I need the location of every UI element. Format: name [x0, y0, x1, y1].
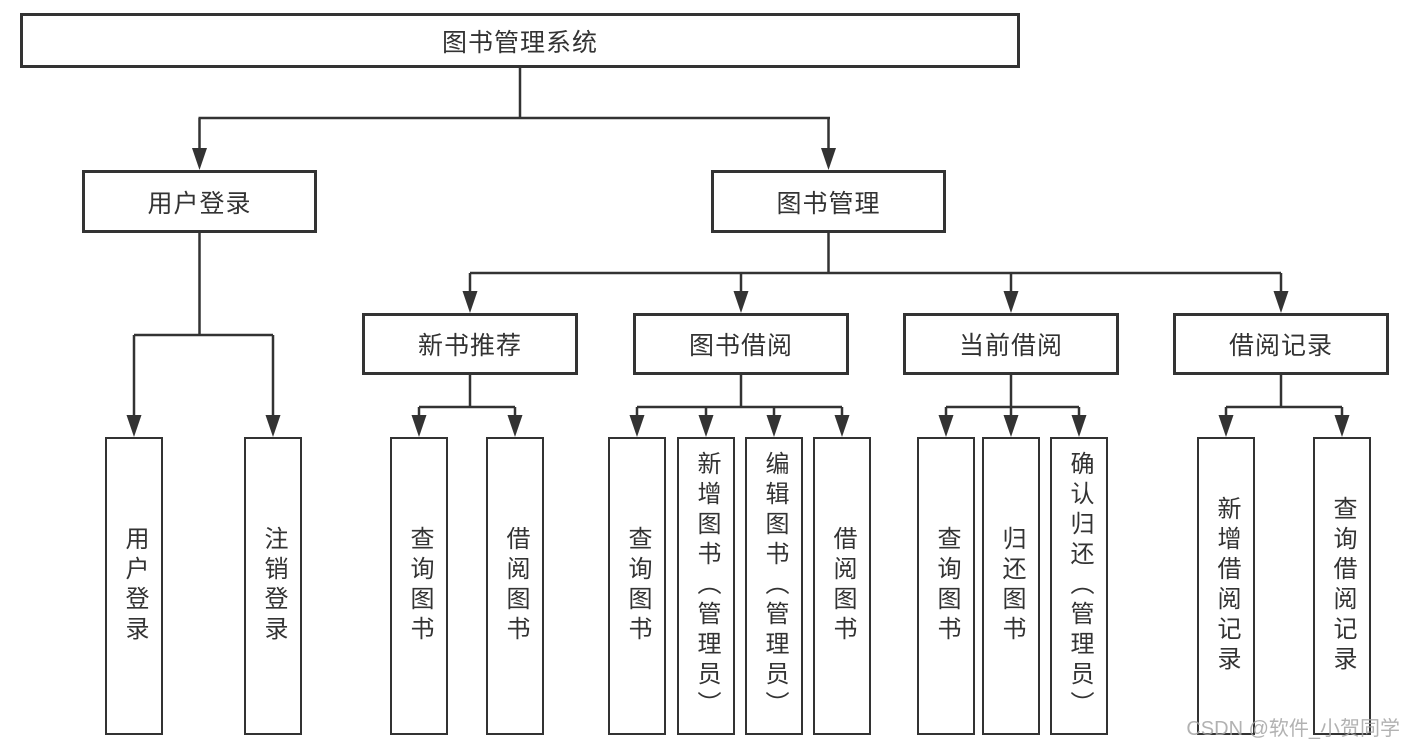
leaf-borrow-books-label: 借阅图书 — [829, 526, 856, 646]
node-user-login-label: 用户登录 — [147, 189, 252, 218]
node-new-book-recommend: 新书推荐 — [362, 313, 578, 375]
node-current-borrow: 当前借阅 — [903, 313, 1119, 375]
arrowhead — [462, 291, 478, 313]
arrowhead — [938, 415, 954, 437]
arrowhead — [1003, 415, 1019, 437]
leaf-edit-books-admin: 编辑图书（管理员） — [745, 437, 803, 735]
arrowhead — [1071, 415, 1087, 437]
leaf-query-books-borrow: 查询图书 — [608, 437, 666, 735]
arrowhead — [265, 415, 281, 437]
arrowhead — [1218, 415, 1234, 437]
leaf-query-books-recommend-label: 查询图书 — [406, 526, 433, 646]
leaf-confirm-return-admin-label: 确认归还（管理员） — [1066, 451, 1093, 721]
arrowhead — [821, 148, 836, 170]
leaf-user-login: 用户登录 — [105, 437, 163, 735]
arrowhead — [507, 415, 523, 437]
arrowhead — [1334, 415, 1350, 437]
arrowhead — [834, 415, 850, 437]
leaf-query-books-borrow-label: 查询图书 — [624, 526, 651, 646]
leaf-borrow-books-recommend: 借阅图书 — [486, 437, 544, 735]
leaf-query-books-recommend: 查询图书 — [390, 437, 448, 735]
connector-shafts — [132, 68, 1344, 421]
leaf-query-borrow-record-label: 查询借阅记录 — [1329, 496, 1356, 676]
node-root-label: 图书管理系统 — [441, 28, 598, 57]
arrowhead — [126, 415, 142, 437]
arrowhead — [1273, 291, 1289, 313]
leaf-add-books-admin: 新增图书（管理员） — [677, 437, 735, 735]
leaf-return-books-label: 归还图书 — [998, 526, 1025, 646]
arrowheads — [126, 148, 1350, 437]
arrowhead — [733, 291, 749, 313]
leaf-query-books-current: 查询图书 — [917, 437, 975, 735]
arrowhead — [629, 415, 645, 437]
node-borrow-records: 借阅记录 — [1173, 313, 1389, 375]
node-new-book-recommend-label: 新书推荐 — [417, 332, 522, 360]
watermark: CSDN @软件_小贺同学 — [1186, 718, 1400, 740]
leaf-logout: 注销登录 — [244, 437, 302, 735]
node-user-login: 用户登录 — [82, 170, 317, 233]
leaf-borrow-books: 借阅图书 — [813, 437, 871, 735]
leaf-add-borrow-record-label: 新增借阅记录 — [1213, 496, 1240, 676]
node-book-management-label: 图书管理 — [776, 189, 881, 218]
arrowhead — [766, 415, 782, 437]
node-borrow-records-label: 借阅记录 — [1228, 332, 1333, 360]
leaf-confirm-return-admin: 确认归还（管理员） — [1050, 437, 1108, 735]
arrowhead — [411, 415, 427, 437]
leaf-add-books-admin-label: 新增图书（管理员） — [693, 451, 720, 721]
node-root: 图书管理系统 — [20, 13, 1020, 68]
node-book-borrow: 图书借阅 — [633, 313, 849, 375]
leaf-borrow-books-recommend-label: 借阅图书 — [502, 526, 529, 646]
leaf-edit-books-admin-label: 编辑图书（管理员） — [761, 451, 788, 721]
node-book-borrow-label: 图书借阅 — [688, 332, 793, 360]
arrowhead — [1003, 291, 1019, 313]
leaf-return-books: 归还图书 — [982, 437, 1040, 735]
leaf-query-books-current-label: 查询图书 — [933, 526, 960, 646]
node-current-borrow-label: 当前借阅 — [958, 332, 1063, 360]
arrowhead — [698, 415, 714, 437]
arrowhead — [192, 148, 207, 170]
leaf-logout-label: 注销登录 — [260, 526, 287, 646]
leaf-add-borrow-record: 新增借阅记录 — [1197, 437, 1255, 735]
leaf-query-borrow-record: 查询借阅记录 — [1313, 437, 1371, 735]
leaf-user-login-label: 用户登录 — [121, 526, 148, 646]
node-book-management: 图书管理 — [711, 170, 946, 233]
